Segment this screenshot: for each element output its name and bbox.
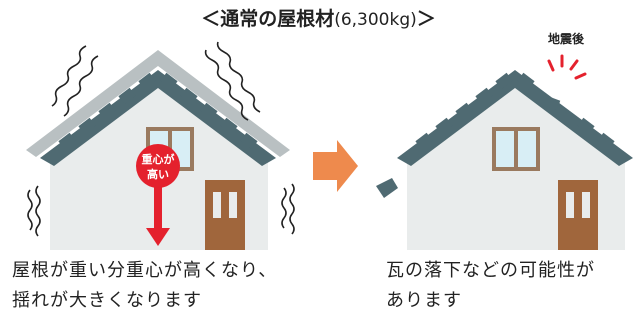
gravity-badge: [136, 144, 180, 188]
caption-right-line2: あります: [386, 290, 462, 311]
house-window: [492, 127, 540, 171]
shake-lines: [27, 41, 295, 237]
heavy-roof-house: 重心が 高い: [26, 41, 295, 250]
house-door: [558, 180, 598, 250]
caption-left-line2: 揺れが大きくなります: [12, 290, 202, 311]
roof-tiles: [415, 72, 615, 150]
gravity-arrow: [146, 175, 170, 246]
page-title: ＜通常の屋根材(6,300kg)＞: [0, 4, 637, 31]
house-door: [205, 180, 245, 250]
transition-arrow: [313, 140, 358, 192]
impact-marks: [547, 54, 587, 80]
heavy-roof: [40, 70, 276, 166]
caption-right-line1: 瓦の落下などの可能性が: [386, 260, 595, 281]
caption-heavy-roof: 屋根が重い分重心が高くなり、 揺れが大きくなります: [12, 256, 277, 316]
title-weight: (6,300kg): [334, 10, 417, 30]
damaged-roof: [397, 70, 633, 166]
caption-after-earthquake: 瓦の落下などの可能性が あります: [386, 256, 595, 316]
caption-left-line1: 屋根が重い分重心が高くなり、: [12, 260, 278, 281]
after-earthquake-label: 地震後: [548, 32, 585, 46]
falling-tile: [376, 178, 398, 198]
after-earthquake-house: [376, 54, 633, 250]
title-close: ＞: [416, 8, 436, 30]
title-main: ＜通常の屋根材: [201, 8, 335, 30]
roof-tiles: [58, 72, 258, 150]
gravity-badge-line1: 重心が: [142, 152, 175, 166]
gravity-badge-line2: 高い: [147, 167, 169, 181]
